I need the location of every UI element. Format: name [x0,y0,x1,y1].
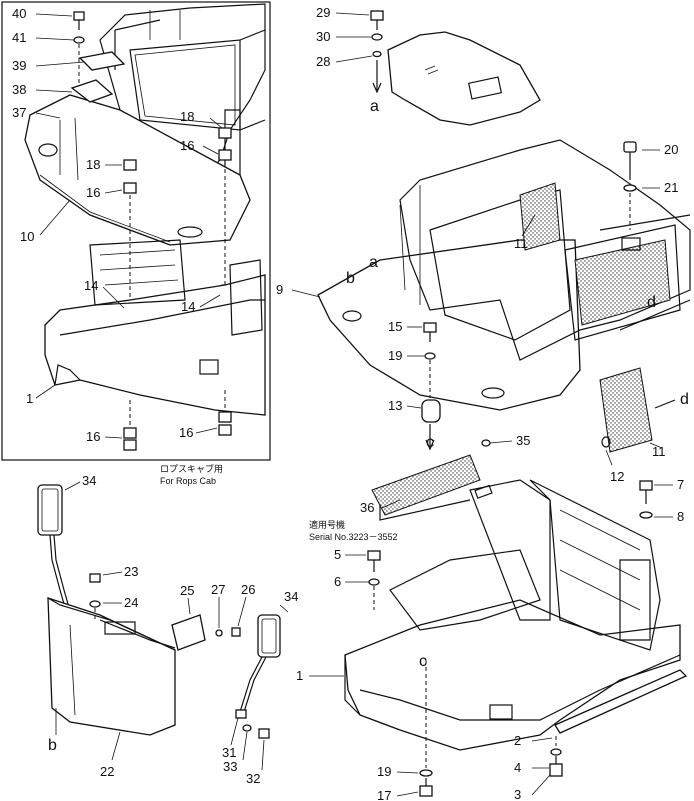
note-rops-jp: ロプスキャブ用 [160,463,223,474]
label-7: 7 [677,477,684,492]
screw-35 [481,439,491,447]
label-27: 27 [211,582,225,597]
bottom-hardware [419,660,563,797]
label-6: 6 [334,574,341,589]
label-36: 36 [360,500,374,515]
label-16b: 16 [86,185,100,200]
floor-mat-28 [387,31,541,126]
label-34b: 34 [284,589,298,604]
label-16a: 16 [180,138,194,153]
label-1b: 1 [296,668,303,683]
label-38: 38 [12,82,26,97]
letter-b-mid: b [346,270,355,287]
label-11a: 11 [514,236,528,251]
bracket-25 [171,614,206,651]
label-34a: 34 [82,473,96,488]
letter-b-left: b [48,737,57,754]
label-40: 40 [12,6,26,21]
label-18b: 18 [86,157,100,172]
mirror-right-34 [235,614,281,719]
label-19b: 19 [377,764,391,779]
inset-leaders [35,13,223,439]
inset-bolt-40 [73,11,85,85]
fender-22 [47,597,176,736]
part-12 [601,436,611,448]
bolt-26 [231,627,241,637]
label-17: 17 [377,788,391,801]
label-31: 31 [222,745,236,760]
bolt-29 [370,10,384,94]
inset-floor-plate [24,94,251,246]
bolt-15 [421,322,441,451]
label-26: 26 [241,582,255,597]
label-13: 13 [388,398,402,413]
washer-33 [242,724,252,732]
label-2: 2 [514,733,521,748]
inset-part-38 [70,79,114,103]
label-32: 32 [246,771,260,786]
washer-27 [215,629,223,637]
label-9: 9 [276,282,283,297]
label-22: 22 [100,764,114,779]
label-16c: 16 [86,429,100,444]
letter-d-right: d [680,391,689,408]
label-23: 23 [124,564,138,579]
inset-lower-frame [44,239,266,416]
bolt-20 [623,141,637,230]
label-11b: 11 [652,444,666,459]
label-5: 5 [334,547,341,562]
label-10: 10 [20,229,34,244]
label-14a: 14 [84,278,98,293]
label-19a: 19 [388,348,402,363]
label-14b: 14 [181,299,195,314]
inset-frame [1,1,271,461]
label-41: 41 [12,30,26,45]
letter-a-top: a [370,98,379,115]
label-16d: 16 [179,425,193,440]
label-24: 24 [124,595,138,610]
label-25: 25 [180,583,194,598]
bolt-32 [258,728,270,739]
label-39: 39 [12,58,26,73]
inset-bottom-nuts [123,390,232,451]
label-4: 4 [514,760,521,775]
label-15: 15 [388,319,402,334]
label-1a: 1 [26,391,33,406]
label-8: 8 [677,509,684,524]
base-frame-1 [344,454,681,751]
bolt-7 [639,480,653,519]
note-serial-jp: 適用号機 [309,519,345,530]
letter-d-mid: d [647,294,656,311]
note-serial-en: Serial No.3223－3552 [309,532,398,542]
label-12: 12 [610,469,624,484]
side-rail-2 [554,669,688,734]
note-rops-en: For Rops Cab [160,476,216,486]
label-20: 20 [664,142,678,157]
window-panel-11 [599,367,676,453]
label-3: 3 [514,787,521,801]
letter-a-mid: a [369,254,378,271]
inset-part-39 [78,51,126,71]
cab-frame-9 [317,139,691,411]
bolt-5 [367,550,381,610]
label-21: 21 [664,180,678,195]
label-37: 37 [12,105,26,120]
label-33: 33 [223,759,237,774]
label-29: 29 [316,5,330,20]
bolt-23 [89,573,101,620]
label-28: 28 [316,54,330,69]
letter-c-bottom: c [419,653,427,670]
label-35: 35 [516,433,530,448]
letter-c-mid: c [426,434,434,451]
label-30: 30 [316,29,330,44]
label-18a: 18 [180,109,194,124]
inset-nuts [123,127,232,300]
